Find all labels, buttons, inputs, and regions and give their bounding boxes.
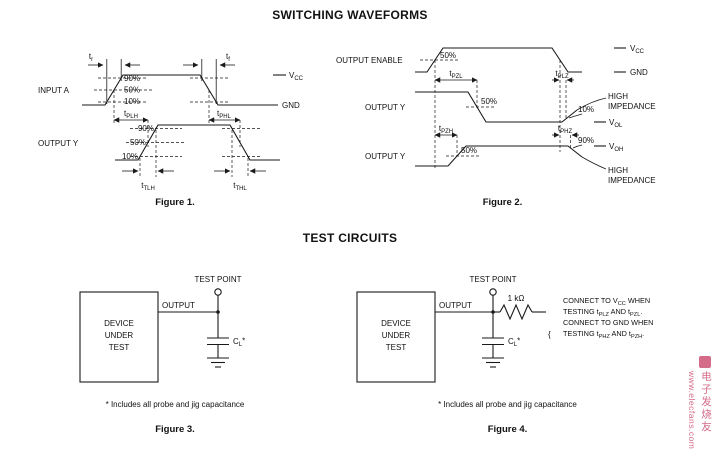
test-point-terminal: [489, 288, 497, 296]
output-50pct-label: 50%: [130, 138, 146, 147]
output-10pct-label: 10%: [122, 152, 138, 161]
tpzl-label: tPZL: [449, 69, 463, 80]
section-title-test-circuits: TEST CIRCUITS: [302, 231, 398, 245]
output-90pct-label: 90%: [138, 124, 154, 133]
cl-label: CL*: [508, 337, 520, 349]
output-y2-waveform: [415, 145, 606, 167]
figure4-test-circuit: DEVICE UNDER TEST OUTPUT TEST POINT 1 kΩ…: [356, 275, 653, 383]
tthl-label: tTHL: [233, 181, 247, 192]
figure3-caption: Figure 3.: [155, 424, 195, 435]
device-line3: TEST: [386, 343, 407, 352]
output-wire: [158, 295, 219, 358]
tphl-label: tPHL: [217, 109, 232, 120]
connect-note-line2: TESTING tPLZ AND tPZL.: [563, 307, 642, 318]
figure3-test-circuit: DEVICE UNDER TEST OUTPUT TEST POINT CL*: [79, 275, 245, 383]
device-line1: DEVICE: [381, 319, 411, 328]
hiz-top-line2: IMPEDANCE: [608, 102, 656, 111]
device-under-test-box: [79, 291, 159, 383]
figure4-footnote: * Includes all probe and jig capacitance: [438, 400, 577, 409]
figure2-enable-waveform-diagram: OUTPUT ENABLE OUTPUT Y OUTPUT Y 50% 50% …: [336, 44, 656, 185]
cl-label: CL*: [233, 337, 245, 349]
output-y2-label: OUTPUT Y: [365, 152, 406, 161]
output-y1-label: OUTPUT Y: [365, 103, 406, 112]
input-90pct-label: 90%: [124, 74, 140, 83]
gnd-label: GND: [630, 68, 648, 77]
figure4-caption: Figure 4.: [487, 424, 528, 435]
reference-lines: [420, 59, 571, 168]
vcc-label: VCC: [289, 71, 304, 82]
connect-note-line4: TESTING tPHZ AND tPZH.: [563, 329, 644, 340]
output-level-reference-lines: [126, 128, 260, 177]
hiz-bottom-line1: HIGH: [608, 166, 628, 175]
input-a-label: INPUT A: [38, 86, 70, 95]
hiz-top-line1: HIGH: [608, 92, 628, 101]
vol-label: VOL: [609, 118, 623, 129]
test-point-label: TEST POINT: [470, 275, 517, 284]
output-y1-waveform: [415, 91, 606, 123]
brace-glyph: {: [548, 330, 551, 339]
output-enable-label: OUTPUT ENABLE: [336, 56, 403, 65]
tphz-label: tPHZ: [558, 124, 573, 135]
resistor-value-label: 1 kΩ: [508, 294, 525, 303]
delay-measure-arrows: [434, 77, 579, 138]
elecfans-logo-icon: [699, 356, 711, 368]
section-title-switching-waveforms: SWITCHING WAVEFORMS: [272, 8, 428, 22]
ground-symbol: [482, 357, 504, 368]
watermark-cjk-text: 电子发烧友: [700, 371, 712, 434]
figure2-caption: Figure 2.: [482, 197, 523, 208]
output-enable-waveform: [415, 47, 626, 73]
figure3-footnote: * Includes all probe and jig capacitance: [105, 400, 245, 409]
pct90-label: 90%: [578, 136, 594, 145]
output-label: OUTPUT: [162, 301, 195, 310]
tplz-label: tPLZ: [555, 69, 569, 80]
hiz-bottom-line2: IMPEDANCE: [608, 176, 656, 185]
output-label: OUTPUT: [439, 301, 472, 310]
figure1-switching-waveform-diagram: INPUT A OUTPUT Y tr tf 90% 50% 10% VCC G…: [38, 52, 304, 192]
ttlh-label: tTLH: [141, 181, 155, 192]
elecfans-watermark: 电子发烧友 www.elecfans.com: [685, 356, 713, 459]
output-y2-50pct-label: 50%: [461, 146, 477, 155]
rise-fall-time-markers: [88, 59, 235, 104]
output-y-label: OUTPUT Y: [38, 139, 79, 148]
watermark-url-text: www.elecfans.com: [687, 371, 697, 450]
enable-50pct-label: 50%: [440, 51, 456, 60]
output-y1-50pct-label: 50%: [481, 97, 497, 106]
junction-dot: [216, 310, 220, 314]
test-point-terminal: [214, 288, 222, 296]
figure1-caption: Figure 1.: [155, 197, 195, 208]
device-under-test-box: [356, 291, 436, 383]
connect-note-line3: CONNECT TO GND WHEN: [563, 318, 653, 327]
pullup-resistor: [493, 303, 546, 321]
gnd-label: GND: [282, 101, 300, 110]
output-waveform: [115, 124, 280, 161]
device-line3: TEST: [109, 343, 130, 352]
device-line2: UNDER: [105, 331, 134, 340]
watermark-text: 电子发烧友 www.elecfans.com: [685, 371, 713, 459]
ground-symbol: [207, 357, 229, 368]
pct10-label: 10%: [578, 105, 594, 114]
connect-note-line1: CONNECT TO VCC WHEN: [563, 296, 650, 307]
output-wire: [435, 295, 494, 358]
vcc-label: VCC: [630, 44, 645, 55]
tf-label: tf: [226, 52, 230, 63]
test-point-label: TEST POINT: [195, 275, 242, 284]
input-50pct-label: 50%: [124, 86, 140, 95]
device-line1: DEVICE: [104, 319, 134, 328]
tpzh-label: tPZH: [439, 124, 453, 135]
input-waveform: [82, 74, 286, 106]
high-impedance-pointer-curves: [568, 97, 607, 170]
tplh-label: tPLH: [124, 109, 138, 120]
load-capacitor: [482, 337, 504, 346]
tr-label: tr: [89, 52, 93, 63]
load-capacitor: [207, 337, 229, 346]
input-10pct-label: 10%: [124, 97, 140, 106]
device-line2: UNDER: [382, 331, 411, 340]
voh-label: VOH: [609, 142, 623, 153]
